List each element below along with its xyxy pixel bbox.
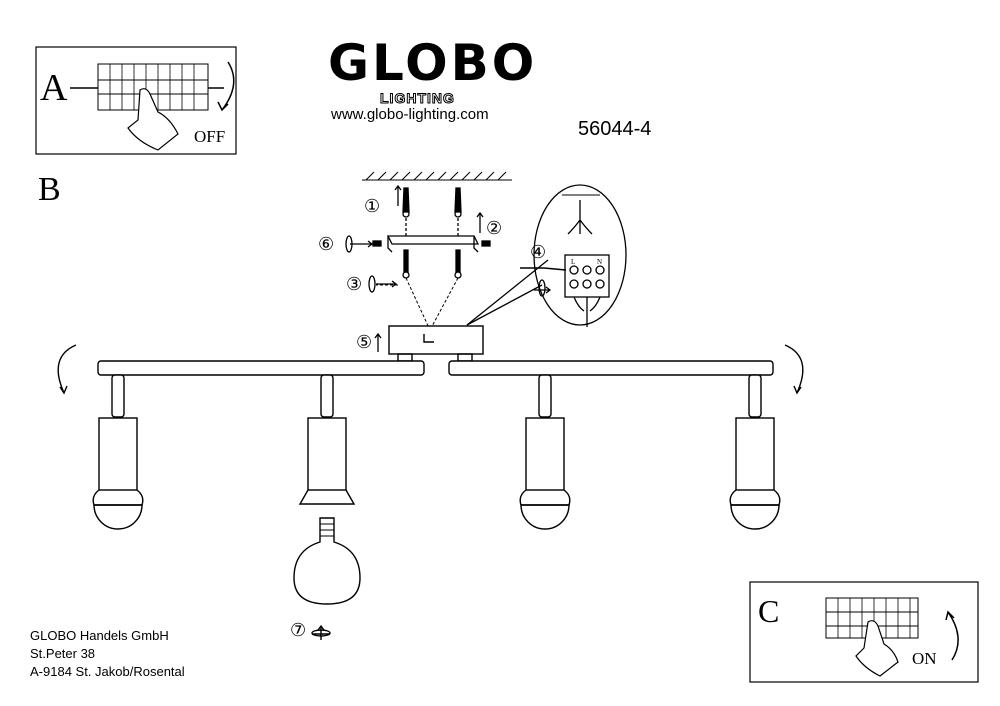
terminal-l: L	[571, 258, 575, 266]
spotlight-1	[92, 374, 144, 530]
led-bulb	[293, 517, 361, 605]
callout-4: ④	[530, 242, 546, 262]
track-bars	[57, 344, 804, 395]
callout-7: ⑦	[290, 620, 306, 640]
callout-5: ⑤	[356, 332, 372, 352]
terminal-n: N	[597, 258, 602, 266]
address-line: A-9184 St. Jakob/Rosental	[30, 664, 185, 679]
address-line: GLOBO Handels GmbH	[30, 628, 169, 643]
step-c-letter: C	[758, 593, 779, 629]
address-line: St.Peter 38	[30, 646, 96, 661]
canopy	[388, 325, 484, 362]
callout-6: ⑥	[318, 234, 334, 254]
company-address: GLOBO Handels GmbH St.Peter 38 A-9184 St…	[30, 627, 185, 681]
off-label: OFF	[194, 127, 225, 146]
callout-2: ②	[486, 218, 502, 238]
brand-url: www.globo-lighting.com	[331, 106, 489, 123]
brand-sub: LIGHTING	[380, 90, 455, 107]
spotlight-2	[293, 374, 361, 640]
spotlight-4	[729, 374, 781, 530]
arrow-up-icon	[945, 610, 959, 661]
breaker-icon	[70, 63, 224, 111]
wiring-detail	[466, 184, 627, 327]
ceiling	[362, 171, 512, 181]
step-a-panel	[35, 46, 237, 155]
hand-icon	[127, 88, 179, 151]
step-b-letter: B	[38, 171, 61, 208]
step-a-letter: A	[40, 67, 68, 109]
callout-1: ①	[364, 196, 380, 216]
brand-logo: GLOBO	[328, 34, 538, 92]
on-label: ON	[912, 649, 937, 668]
mounting-bracket	[345, 184, 546, 352]
step-c-panel	[749, 581, 979, 683]
spotlight-3	[519, 374, 571, 530]
model-number: 56044-4	[578, 118, 652, 140]
arrow-down-icon	[217, 61, 235, 112]
hand-icon	[855, 620, 899, 677]
callout-3: ③	[346, 274, 362, 294]
